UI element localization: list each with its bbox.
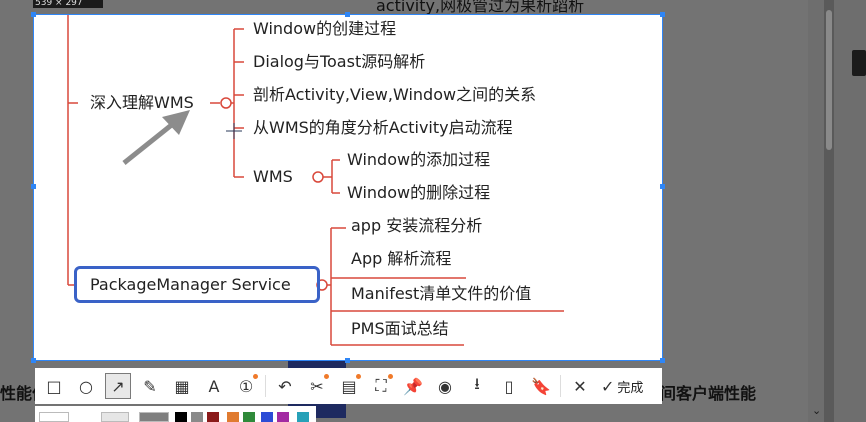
- color-swatch[interactable]: [39, 412, 69, 422]
- download-icon: ⭳: [474, 373, 480, 393]
- arrow-tool-button[interactable]: ↗: [105, 373, 131, 399]
- ellipse-tool-button[interactable]: ○: [73, 373, 99, 399]
- download-tool-button[interactable]: ⭳: [464, 373, 490, 399]
- option-indicator-dot: [388, 374, 393, 379]
- phone-tool-button[interactable]: ▯: [496, 373, 522, 399]
- rectangle-tool-button[interactable]: □: [41, 373, 67, 399]
- mindmap-node-window-add[interactable]: Window的添加过程: [347, 150, 491, 169]
- done-label: 完成: [617, 380, 644, 396]
- cut-tool-button[interactable]: ✂: [304, 373, 330, 399]
- mindmap-node-window-remove[interactable]: Window的删除过程: [347, 183, 491, 202]
- mindmap-node-app-install[interactable]: app 安装流程分析: [351, 216, 483, 235]
- check-icon: ✓: [601, 376, 615, 396]
- mindmap-node-wms-root[interactable]: 深入理解WMS: [90, 93, 194, 112]
- color-swatch[interactable]: [243, 412, 255, 422]
- text-icon: A: [208, 376, 220, 396]
- mindmap-node-window-create[interactable]: Window的创建过程: [253, 19, 397, 38]
- close-tool-button[interactable]: ✕: [567, 373, 593, 399]
- color-swatch[interactable]: [191, 412, 203, 422]
- resize-handle-left[interactable]: [31, 184, 36, 189]
- mindmap-node-pms-root[interactable]: PackageManager Service: [90, 275, 291, 294]
- undo-icon: ↶: [278, 376, 292, 396]
- phone-icon: ▯: [504, 376, 514, 396]
- resize-handle-bottom-right[interactable]: [660, 358, 665, 363]
- color-swatch[interactable]: [261, 412, 273, 422]
- mosaic-tool-button[interactable]: ▦: [169, 373, 195, 399]
- number-icon: ①: [238, 376, 254, 396]
- mindmap-connectors: [67, 15, 564, 346]
- background-text-right: 间客户端性能: [660, 384, 757, 403]
- bookmark-tool-button[interactable]: 🔖: [528, 373, 554, 399]
- arrow-icon: ↗: [111, 376, 125, 396]
- undo-tool-button[interactable]: ↶: [272, 373, 298, 399]
- cut-icon: ✂: [310, 376, 324, 396]
- mindmap-node-app-parse[interactable]: App 解析流程: [351, 249, 452, 268]
- text-tool-button[interactable]: A: [201, 373, 227, 399]
- bookmark-icon: 🔖: [531, 376, 551, 396]
- pen-icon: ✎: [143, 376, 157, 396]
- mindmap-node-activity-launch[interactable]: 从WMS的角度分析Activity启动流程: [253, 118, 513, 137]
- chevron-down-icon[interactable]: ⌄: [812, 404, 822, 417]
- color-swatch[interactable]: [175, 412, 187, 422]
- record-icon: ◉: [438, 376, 452, 396]
- close-icon: ✕: [573, 376, 587, 396]
- mosaic-icon: ▦: [174, 376, 190, 396]
- selection-size-label: 539 × 297: [33, 0, 103, 8]
- color-swatch[interactable]: [101, 412, 129, 422]
- color-swatch[interactable]: [227, 412, 239, 422]
- done-button[interactable]: ✓ 完成: [601, 377, 643, 396]
- crop-icon: ⛶: [375, 376, 387, 395]
- option-indicator-dot: [356, 374, 361, 379]
- mindmap-node-manifest[interactable]: Manifest清单文件的价值: [351, 284, 532, 303]
- pin-tool-button[interactable]: 📌: [400, 373, 426, 399]
- toolbar-separator: [560, 375, 561, 397]
- ocr-icon: ▤: [341, 376, 357, 396]
- resize-handle-top[interactable]: [345, 12, 350, 17]
- pms-highlight-box: [74, 266, 320, 303]
- pen-tool-button[interactable]: ✎: [137, 373, 163, 399]
- background-scrollbar-thumb[interactable]: [826, 10, 832, 150]
- record-tool-button[interactable]: ◉: [432, 373, 458, 399]
- color-swatch[interactable]: [207, 412, 219, 422]
- capture-region[interactable]: 深入理解WMS Window的创建过程 Dialog与Toast源码解析 剖析A…: [33, 14, 663, 361]
- mindmap-node-wms[interactable]: WMS: [253, 167, 293, 186]
- mindmap-node-activity-view-window[interactable]: 剖析Activity,View,Window之间的关系: [253, 85, 537, 104]
- toolbar-separator: [265, 375, 266, 397]
- background-icon: [852, 50, 866, 76]
- pin-icon: 📌: [403, 376, 423, 396]
- color-swatch[interactable]: [297, 412, 309, 422]
- crop-tool-button[interactable]: ⛶: [368, 373, 394, 399]
- option-indicator-dot: [324, 374, 329, 379]
- rectangle-icon: □: [46, 376, 62, 396]
- option-indicator-dot: [253, 374, 258, 379]
- resize-handle-bottom[interactable]: [345, 358, 350, 363]
- mindmap-node-pms-summary[interactable]: PMS面试总结: [351, 319, 449, 338]
- ellipse-icon: ○: [79, 376, 93, 396]
- resize-handle-top-left[interactable]: [31, 12, 36, 17]
- color-palette: [35, 406, 316, 422]
- resize-handle-bottom-left[interactable]: [31, 358, 36, 363]
- color-swatch[interactable]: [139, 412, 169, 422]
- ocr-tool-button[interactable]: ▤: [336, 373, 362, 399]
- mindmap-node-dialog-toast[interactable]: Dialog与Toast源码解析: [253, 52, 426, 71]
- color-swatch[interactable]: [277, 412, 289, 422]
- background-heading: activity,网极管过为果析蹈析: [376, 0, 585, 15]
- background-scrollbar[interactable]: [824, 0, 834, 422]
- resize-handle-right[interactable]: [660, 184, 665, 189]
- number-tool-button[interactable]: ①: [233, 373, 259, 399]
- resize-handle-top-right[interactable]: [660, 12, 665, 17]
